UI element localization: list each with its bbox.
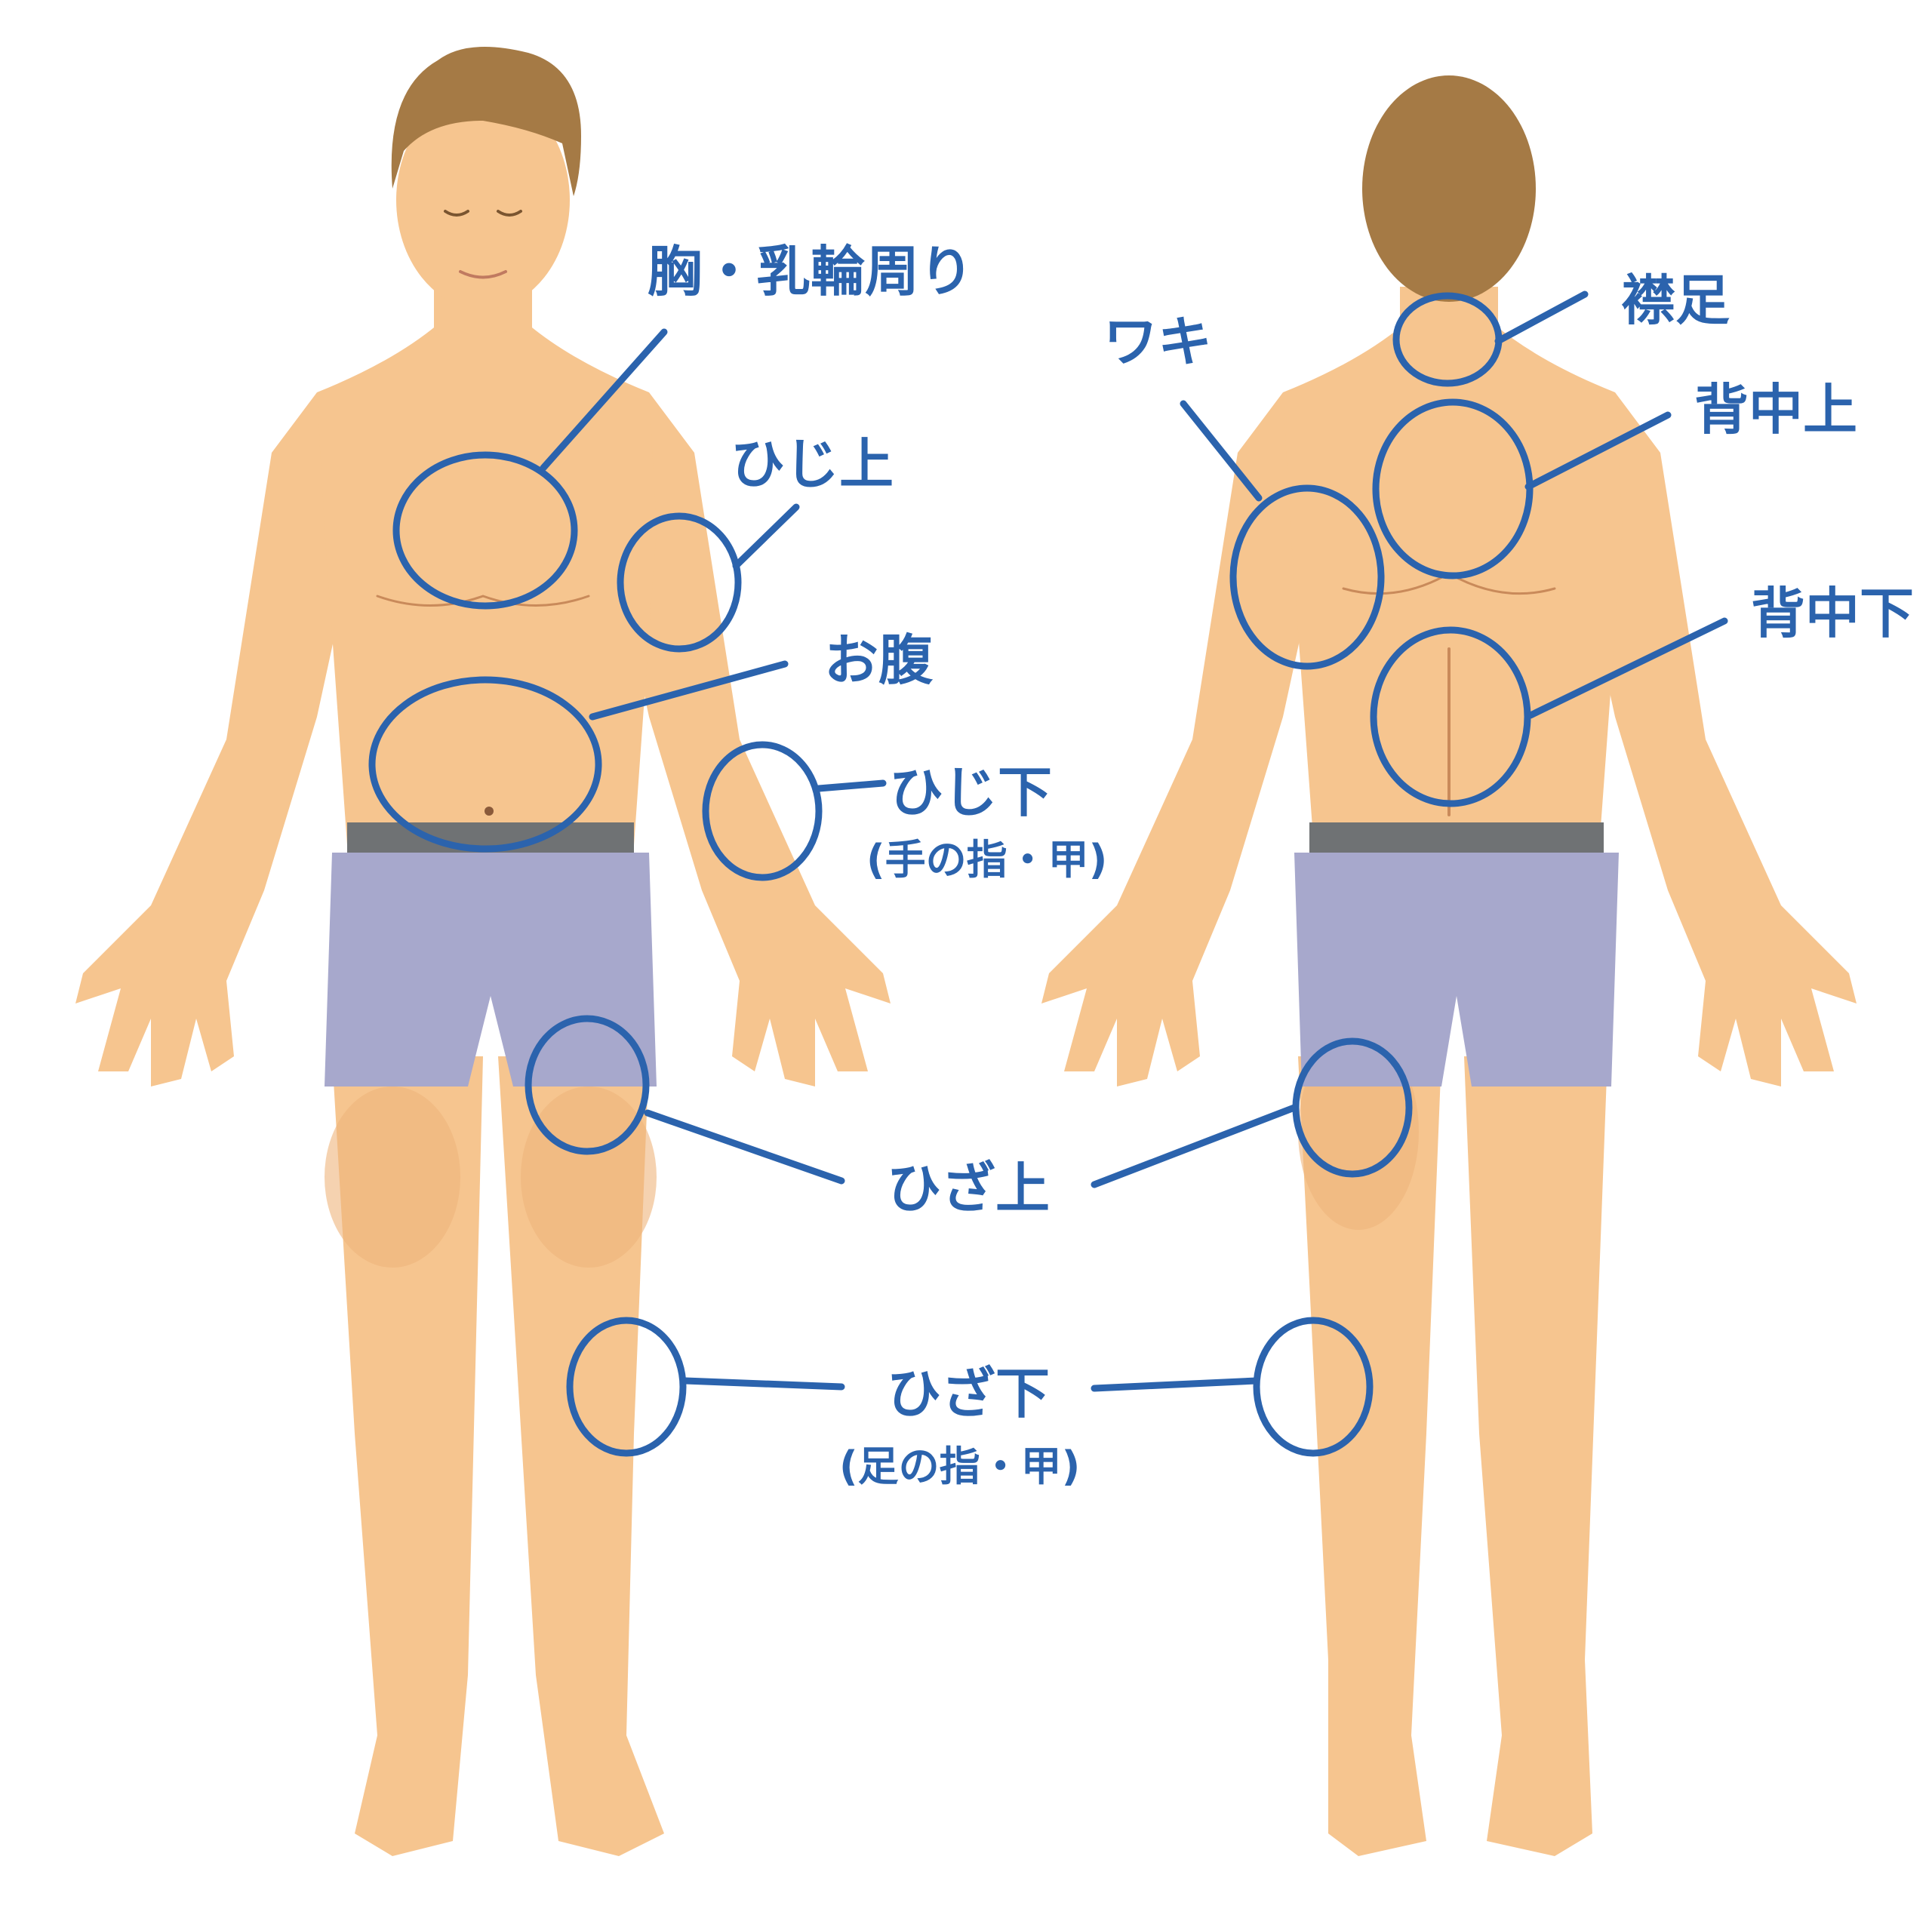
knee-upper-leader-back [1091, 1104, 1298, 1188]
back-left-leg [1298, 1056, 1441, 1856]
elbow-upper-ring [617, 512, 742, 653]
front-knee-shade-right [521, 1087, 657, 1268]
back-upper-leader [1524, 411, 1672, 490]
label-back-upper: 背中上 [1694, 378, 1857, 441]
front-mouth [459, 270, 507, 279]
label-elbow-upper: ひじ上 [731, 432, 894, 496]
back-shorts [1294, 853, 1619, 1087]
nape-leader [1494, 290, 1589, 345]
chest-leader [540, 328, 668, 472]
label-knee-lower: ひざ下 [887, 1362, 1050, 1425]
knee-lower-leader-back [1091, 1377, 1260, 1392]
front-markers [368, 328, 887, 1457]
back-lower-leader [1527, 617, 1728, 719]
back-right-leg [1464, 1056, 1607, 1856]
front-figure [75, 47, 891, 1856]
elbow-upper-leader [732, 503, 800, 570]
label-elbow-lower-note: (手の指・甲) [866, 836, 1107, 884]
labels: 胸・乳輪周り ひじ上 お腹 ひじ下 (手の指・甲) ひざ上 ひざ下 (足の指・甲… [648, 240, 1914, 1490]
knee-upper-leader-front [644, 1109, 845, 1185]
label-nape: 襟足 [1621, 269, 1730, 332]
label-knee-upper: ひざ上 [887, 1157, 1050, 1220]
knee-lower-leader-front [681, 1377, 845, 1391]
back-figure [1041, 75, 1857, 1856]
back-waistband [1309, 822, 1604, 853]
front-left-arm [75, 392, 355, 1087]
back-left-arm [1041, 392, 1321, 1087]
label-chest: 胸・乳輪周り [648, 240, 974, 303]
label-back-lower: 背中下 [1751, 582, 1914, 645]
knee-upper-ring-front [525, 1015, 650, 1155]
back-hair [1362, 75, 1536, 302]
front-eye-left [444, 210, 469, 217]
back-markers [1091, 290, 1728, 1457]
label-elbow-lower: ひじ下 [889, 761, 1052, 824]
label-knee-lower-note: (足の指・甲) [839, 1443, 1080, 1490]
front-face [396, 91, 570, 309]
chest-ring [392, 451, 578, 610]
elbow-lower-ring [702, 741, 823, 881]
front-pec-line [376, 595, 590, 607]
elbow-lower-leader [815, 779, 887, 792]
knee-lower-ring-back [1253, 1317, 1374, 1457]
knee-lower-ring-front [566, 1317, 687, 1457]
label-armpit: ワキ [1103, 310, 1212, 373]
back-right-arm [1577, 392, 1857, 1087]
front-shorts [325, 853, 657, 1087]
armpit-ring [1229, 484, 1385, 670]
abdomen-leader [589, 660, 789, 721]
abdomen-ring [368, 676, 602, 853]
front-eye-right [497, 210, 522, 217]
front-right-arm [611, 392, 891, 1087]
front-navel [485, 807, 494, 816]
front-torso [317, 324, 657, 845]
armpit-leader [1180, 400, 1263, 502]
label-abdomen: お腹 [824, 629, 934, 692]
front-knee-shade-left [325, 1087, 460, 1268]
front-hair [391, 47, 581, 196]
front-right-leg [498, 1056, 664, 1856]
